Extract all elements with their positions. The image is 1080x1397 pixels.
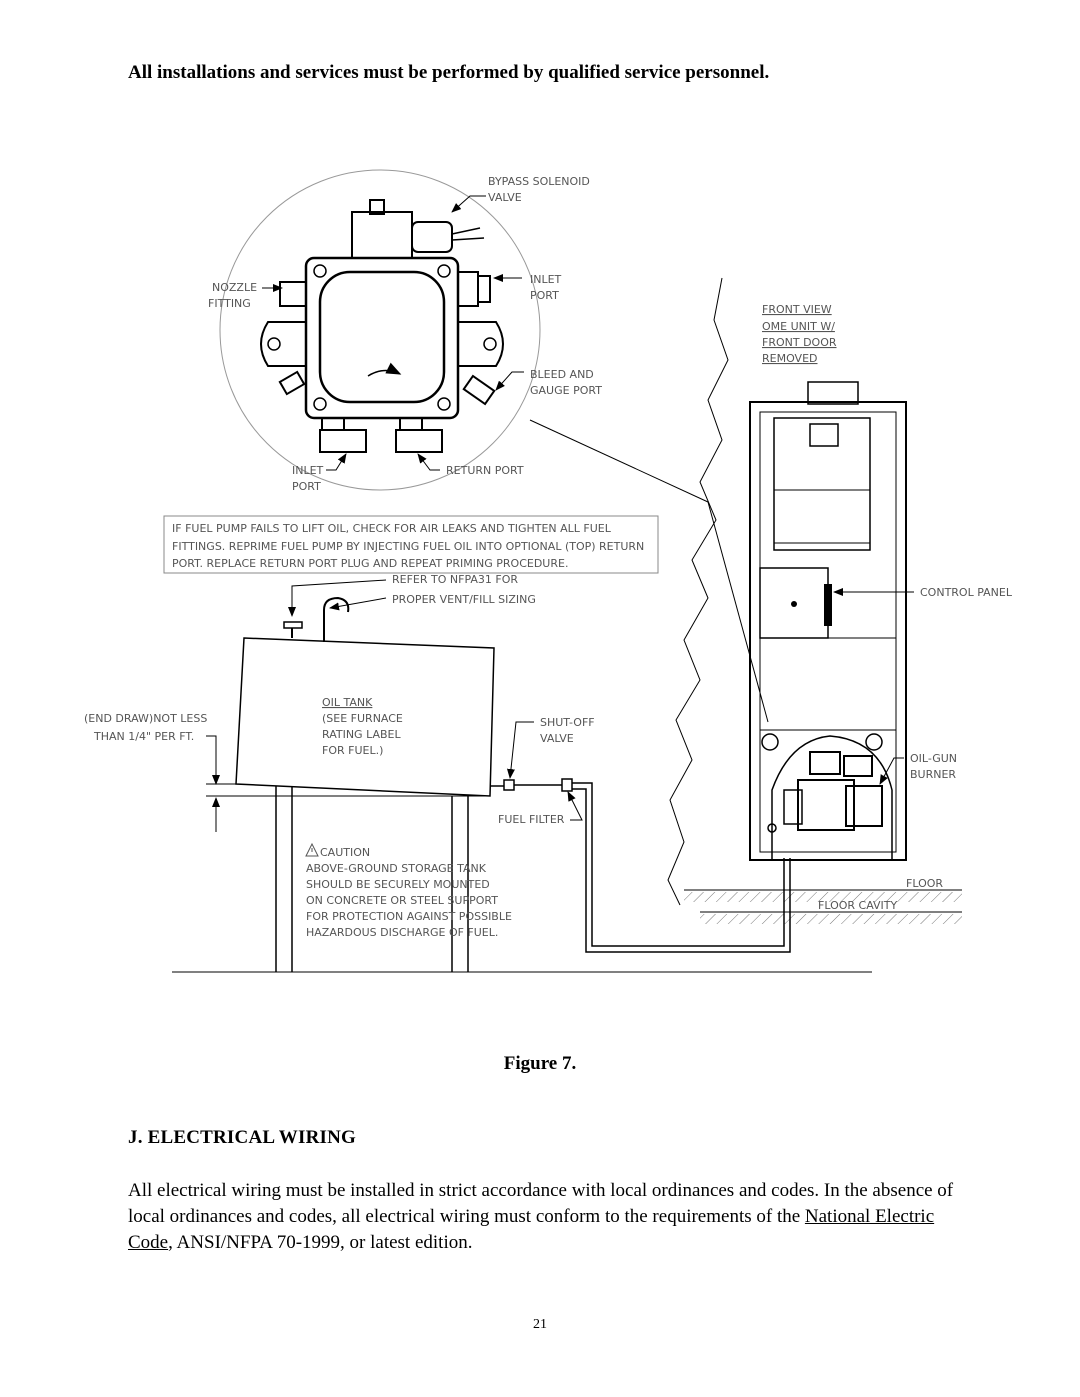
caution-title: CAUTION bbox=[320, 846, 370, 859]
shutoff-valve-label-1: SHUT-OFF bbox=[540, 716, 595, 729]
shutoff-valve bbox=[503, 779, 515, 791]
qualified-personnel-warning: All installations and services must be p… bbox=[128, 62, 770, 83]
oil-supply-diagram: BYPASS SOLENOID VALVE NOZZLE FITTING INL… bbox=[84, 169, 1013, 973]
bypass-solenoid-label-2: VALVE bbox=[488, 191, 522, 204]
end-draw-label-2: THAN 1/4" PER FT. bbox=[93, 730, 194, 743]
front-view-label-3: FRONT DOOR bbox=[762, 336, 837, 349]
priming-note-line-1: IF FUEL PUMP FAILS TO LIFT OIL, CHECK FO… bbox=[172, 522, 612, 535]
caution-line-1: ABOVE-GROUND STORAGE TANK bbox=[306, 862, 487, 875]
bypass-solenoid-label-1: BYPASS SOLENOID bbox=[488, 175, 590, 188]
inlet-port-top-label-1: INLET bbox=[530, 273, 562, 286]
floor-cavity-label: FLOOR CAVITY bbox=[818, 899, 898, 912]
section-heading: J. ELECTRICAL WIRING bbox=[128, 1127, 357, 1148]
refer-nfpa-label-2: PROPER VENT/FILL SIZING bbox=[392, 593, 536, 606]
nozzle-fitting-label-1: NOZZLE bbox=[212, 281, 257, 294]
paragraph-text-start: All electrical wiring must be installed … bbox=[128, 1180, 954, 1227]
oil-tank-label-1: OIL TANK bbox=[322, 696, 373, 709]
front-view-label-2: OME UNIT W/ bbox=[762, 320, 835, 333]
front-view-note: FRONT VIEW OME UNIT W/ FRONT DOOR REMOVE… bbox=[762, 303, 837, 365]
refer-nfpa-label-1: REFER TO NFPA31 FOR bbox=[392, 573, 518, 586]
control-panel-label: CONTROL PANEL bbox=[920, 586, 1013, 599]
fuel-filter-label: FUEL FILTER bbox=[498, 813, 565, 826]
caution-line-3: ON CONCRETE OR STEEL SUPPORT bbox=[306, 894, 498, 907]
caution-note: CAUTION ABOVE-GROUND STORAGE TANK SHOULD… bbox=[305, 842, 512, 939]
fuel-filter bbox=[561, 778, 573, 792]
priming-note-line-2: FITTINGS. REPRIME FUEL PUMP BY INJECTING… bbox=[172, 540, 644, 553]
nozzle-fitting-label-2: FITTING bbox=[208, 297, 251, 310]
oil-tank-label-2: (SEE FURNACE bbox=[322, 712, 403, 725]
return-port-label: RETURN PORT bbox=[446, 464, 524, 477]
caution-line-4: FOR PROTECTION AGAINST POSSIBLE bbox=[306, 910, 512, 923]
inlet-port-top-label-2: PORT bbox=[530, 289, 559, 302]
oil-gun-burner-label-2: BURNER bbox=[910, 768, 956, 781]
front-view-label-4: REMOVED bbox=[762, 352, 818, 365]
floor-label: FLOOR bbox=[906, 877, 943, 890]
furnace-cabinet bbox=[749, 381, 907, 861]
oil-tank-label-3: RATING LABEL bbox=[322, 728, 401, 741]
bleed-port-label-2: GAUGE PORT bbox=[530, 384, 602, 397]
caution-line-2: SHOULD BE SECURELY MOUNTED bbox=[306, 878, 490, 891]
warning-triangle-icon bbox=[305, 842, 319, 857]
caution-line-5: HAZARDOUS DISCHARGE OF FUEL. bbox=[306, 926, 498, 939]
paragraph-text-end: , ANSI/NFPA 70-1999, or latest edition. bbox=[168, 1232, 473, 1253]
electrical-wiring-paragraph: All electrical wiring must be installed … bbox=[128, 1178, 968, 1256]
priming-note-line-3: PORT. REPLACE RETURN PORT PLUG AND REPEA… bbox=[172, 557, 568, 570]
priming-note-box bbox=[163, 515, 659, 574]
oil-gun-burner-label-1: OIL-GUN bbox=[910, 752, 957, 765]
fuel-pump-detail bbox=[219, 169, 541, 491]
front-view-label-1: FRONT VIEW bbox=[762, 303, 832, 316]
bleed-port-label-1: BLEED AND bbox=[530, 368, 594, 381]
shutoff-valve-label-2: VALVE bbox=[540, 732, 574, 745]
figure-caption: Figure 7. bbox=[503, 1053, 577, 1074]
oil-tank-label-4: FOR FUEL.) bbox=[322, 744, 383, 757]
inlet-port-bottom-label-1: INLET bbox=[292, 464, 324, 477]
page-number: 21 bbox=[533, 1317, 547, 1332]
national-electric-code-ref: National Electric Code bbox=[128, 1206, 935, 1253]
floor-section: FLOOR FLOOR CAVITY bbox=[684, 877, 962, 924]
inlet-port-bottom-label-2: PORT bbox=[292, 480, 321, 493]
end-draw-label-1: (END DRAW)NOT LESS bbox=[84, 712, 207, 725]
